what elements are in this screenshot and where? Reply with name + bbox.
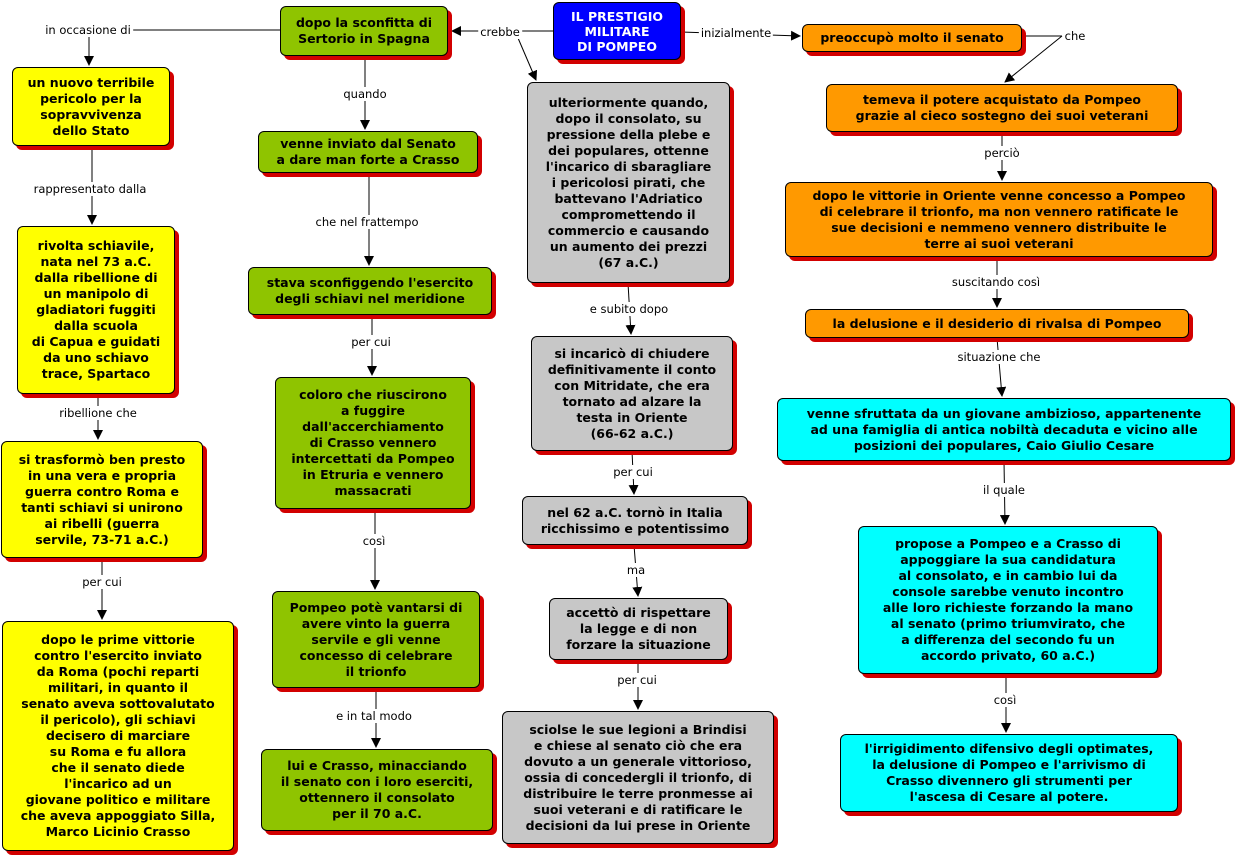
concept-node-inviato-senato[interactable]: venne inviato dal Senato a dare man fort… bbox=[258, 131, 478, 173]
concept-text: dopo le prime vittorie contro l'esercito… bbox=[20, 632, 216, 839]
link-label-suscitando-cosi: suscitando così bbox=[949, 275, 1043, 289]
concept-node-mitridate[interactable]: si incaricò di chiudere definitivamente … bbox=[531, 336, 733, 451]
concept-text: stava sconfiggendo l'esercito degli schi… bbox=[266, 275, 474, 306]
concept-text: venne sfruttata da un giovane ambizioso,… bbox=[806, 405, 1202, 453]
link-label-per-cui: per cui bbox=[615, 673, 659, 687]
concept-node-potere-pompeo[interactable]: temeva il potere acquistato da Pompeo gr… bbox=[826, 84, 1178, 132]
link-label-situazione-che: situazione che bbox=[955, 350, 1043, 364]
concept-text: venne inviato dal Senato a dare man fort… bbox=[276, 136, 460, 167]
concept-text: si incaricò di chiudere definitivamente … bbox=[547, 345, 717, 441]
root-node-text: IL PRESTIGIO MILITARE DI POMPEO bbox=[570, 8, 663, 54]
concept-text: sciolse le sue legioni a Brindisi e chie… bbox=[523, 721, 753, 833]
concept-node-brindisi[interactable]: sciolse le sue legioni a Brindisi e chie… bbox=[502, 711, 774, 844]
concept-node-rivolta-schiavile[interactable]: rivolta schiavile, nata nel 73 a.C. dall… bbox=[17, 226, 175, 394]
link-label-per-cui: per cui bbox=[611, 465, 655, 479]
concept-text: temeva il potere acquistato da Pompeo gr… bbox=[855, 92, 1149, 123]
concept-node-crasso[interactable]: dopo le prime vittorie contro l'esercito… bbox=[2, 621, 234, 851]
link-label-e-in-tal-modo: e in tal modo bbox=[334, 709, 414, 723]
concept-node-preoccupo-senato[interactable]: preoccupò molto il senato bbox=[802, 24, 1022, 52]
link-label-inizialmente: inizialmente bbox=[698, 26, 774, 40]
link-label-rappresentato-dalla: rappresentato dalla bbox=[31, 182, 149, 196]
link-label-cosi: così bbox=[991, 693, 1019, 707]
concept-text: l'irrigidimento difensivo degli optimate… bbox=[864, 741, 1154, 804]
concept-text: preoccupò molto il senato bbox=[820, 30, 1004, 45]
concept-text: un nuovo terribile pericolo per la sopra… bbox=[27, 74, 155, 138]
concept-text: dopo la sconfitta di Sertorio in Spagna bbox=[295, 15, 433, 46]
concept-text: nel 62 a.C. tornò in Italia ricchissimo … bbox=[540, 504, 730, 536]
concept-node-intercettati[interactable]: coloro che riuscirono a fuggire dall'acc… bbox=[275, 377, 471, 509]
concept-node-ascesa-cesare[interactable]: l'irrigidimento difensivo degli optimate… bbox=[840, 734, 1178, 812]
concept-text: lui e Crasso, minacciando il senato con … bbox=[280, 758, 474, 821]
concept-node-pericolo[interactable]: un nuovo terribile pericolo per la sopra… bbox=[12, 67, 170, 146]
concept-text: dopo le vittorie in Oriente venne conces… bbox=[812, 187, 1186, 251]
concept-text: Pompeo potè vantarsi di avere vinto la g… bbox=[289, 599, 463, 679]
concept-node-trionfo[interactable]: Pompeo potè vantarsi di avere vinto la g… bbox=[272, 591, 480, 688]
concept-node-delusione[interactable]: la delusione e il desiderio di rivalsa d… bbox=[805, 309, 1189, 338]
concept-node-sertorio[interactable]: dopo la sconfitta di Sertorio in Spagna bbox=[280, 6, 448, 56]
root-node[interactable]: IL PRESTIGIO MILITARE DI POMPEO bbox=[553, 2, 681, 60]
link-label-che: che bbox=[1062, 29, 1088, 43]
concept-text: rivolta schiavile, nata nel 73 a.C. dall… bbox=[31, 238, 161, 381]
concept-node-guerra-servile[interactable]: si trasformò ben presto in una vera e pr… bbox=[1, 441, 203, 558]
concept-node-vittorie-oriente[interactable]: dopo le vittorie in Oriente venne conces… bbox=[785, 182, 1213, 257]
concept-text: la delusione e il desiderio di rivalsa d… bbox=[832, 315, 1162, 331]
link-label-ma: ma bbox=[624, 563, 648, 577]
link-label-e-subito-dopo: e subito dopo bbox=[587, 302, 671, 316]
concept-text: ulteriormente quando, dopo il consolato,… bbox=[545, 94, 712, 270]
concept-text: si trasformò ben presto in una vera e pr… bbox=[18, 451, 186, 547]
concept-node-sconfiggendo[interactable]: stava sconfiggendo l'esercito degli schi… bbox=[248, 267, 492, 315]
link-label-per-cui: per cui bbox=[349, 335, 393, 349]
concept-text: coloro che riuscirono a fuggire dall'acc… bbox=[291, 387, 455, 498]
concept-node-rispettare-legge[interactable]: accettò di rispettare la legge e di non … bbox=[549, 598, 728, 660]
link-label-ribellione-che: ribellione che bbox=[57, 406, 139, 420]
link-label-in-occasione-di: in occasione di bbox=[43, 23, 133, 37]
concept-node-consolato[interactable]: lui e Crasso, minacciando il senato con … bbox=[261, 749, 493, 831]
concept-node-pirati[interactable]: ulteriormente quando, dopo il consolato,… bbox=[527, 82, 730, 283]
concept-node-cesare[interactable]: venne sfruttata da un giovane ambizioso,… bbox=[777, 398, 1231, 461]
link-label-per-cui: per cui bbox=[80, 575, 124, 589]
link-label-percio: perciò bbox=[982, 146, 1022, 160]
concept-node-triumvirato[interactable]: propose a Pompeo e a Crasso di appoggiar… bbox=[858, 526, 1158, 674]
link-label-il-quale: il quale bbox=[981, 483, 1027, 497]
link-label-crebbe: crebbe bbox=[478, 25, 522, 39]
concept-text: propose a Pompeo e a Crasso di appoggiar… bbox=[882, 536, 1134, 663]
link-label-quando: quando bbox=[341, 87, 389, 101]
concept-text: accettò di rispettare la legge e di non … bbox=[566, 605, 711, 652]
link-label-che-nel-frattempo: che nel frattempo bbox=[313, 215, 421, 229]
concept-node-ritorno-italia[interactable]: nel 62 a.C. tornò in Italia ricchissimo … bbox=[522, 496, 748, 545]
link-label-cosi: così bbox=[360, 534, 388, 548]
